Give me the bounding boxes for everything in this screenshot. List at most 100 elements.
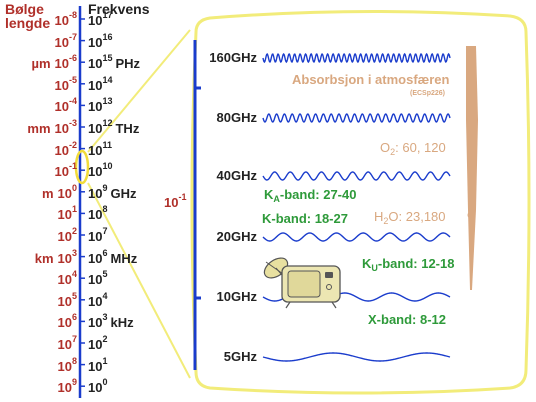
wavelength-exponent: -5 [68, 74, 77, 85]
wavelength-exponent: -8 [68, 10, 77, 20]
wavelength-base: 10 [54, 13, 69, 28]
frequency-unit: kHz [110, 315, 134, 331]
wavelength-exponent: 1 [71, 204, 77, 215]
frequency-row-9: 108 [88, 204, 110, 222]
wavelength-unit: µm [31, 56, 51, 72]
wavelength-exponent: -6 [68, 53, 77, 64]
wavelength-unit: m [41, 185, 54, 201]
zoom-connector-top [87, 29, 191, 153]
frequency-base: 10 [88, 77, 103, 93]
wavelength-base: 10 [57, 185, 72, 201]
wavelength-exponent: 4 [71, 269, 77, 280]
frequency-base: 10 [88, 142, 103, 158]
wave-40GHz [262, 171, 451, 181]
frequency-exponent: 16 [102, 31, 113, 42]
wavelength-exponent: 6 [71, 312, 77, 323]
frequency-base: 10 [88, 229, 103, 244]
frequency-unit: THz [115, 121, 140, 136]
wave-20GHz [262, 232, 451, 242]
absorption-label: Absorbsjon i atmosfæren [292, 72, 450, 87]
wavelength-exponent: -3 [68, 118, 77, 128]
frequency-base: 10 [88, 164, 103, 180]
absorption-peak-h2o [467, 211, 475, 219]
frequency-exponent: 1 [102, 355, 108, 366]
absorption-reference: (ECSp226) [410, 90, 446, 97]
x-band-label: X-band: 8-12 [368, 312, 447, 327]
satellite-tv-icon [263, 257, 341, 309]
absorption-peak-top [467, 72, 475, 80]
wavelength-base: 10 [57, 358, 72, 374]
wavelength-row-10: 102 [54, 226, 77, 244]
wavelength-base: 10 [54, 56, 69, 72]
frequency-exponent: 3 [102, 312, 108, 323]
scale-ticks [80, 18, 85, 387]
frequency-exponent: 6 [102, 247, 108, 258]
wavelength-base: 10 [54, 142, 69, 158]
band-frequency-label: 40GHz [216, 168, 257, 183]
frequency-exponent: 8 [102, 204, 108, 215]
zoom-connector-bottom [87, 182, 191, 379]
frequency-exponent: 17 [102, 10, 113, 20]
frequency-exponent: 2 [102, 334, 108, 344]
frequency-exponent: 10 [102, 161, 113, 172]
frequency-base: 10 [88, 250, 103, 266]
frequency-row-3: 1014 [88, 75, 115, 93]
h2o-absorption-label: H2O: 23,180 [374, 209, 446, 226]
wavelength-base: 10 [57, 315, 72, 331]
ka-band-label: KA-band: 27-40 [264, 187, 357, 204]
frequency-exponent: 11 [102, 139, 112, 150]
wave-5GHz [262, 352, 451, 362]
frequency-row-0: 1017 [88, 10, 115, 28]
wavelength-unit: mm [27, 121, 51, 136]
frequency-base: 10 [88, 293, 103, 309]
wavelength-base: 10 [54, 77, 69, 93]
frequency-row-13: 104 [88, 291, 110, 309]
frequency-exponent: 5 [102, 269, 108, 280]
zoom-scale-label: 10-1 [164, 192, 187, 210]
wavelength-row-1: 10-7 [51, 32, 77, 50]
frequency-base: 10 [88, 13, 103, 28]
absorption-peak-o2 [468, 142, 476, 150]
frequency-exponent: 7 [102, 226, 108, 236]
frequency-header: Frekvens [88, 1, 150, 17]
wavelength-row-16: 108 [54, 356, 77, 374]
o2-absorption-label: O2: 60, 120 [380, 140, 446, 157]
wavelength-exponent: -4 [68, 96, 77, 107]
wavelength-row-14: 106 [54, 312, 77, 330]
band-frequency-label: 10GHz [216, 289, 257, 304]
frequency-base: 10 [88, 56, 103, 72]
wavelength-row-17: 109 [54, 377, 77, 395]
wavelength-exponent: -7 [68, 31, 77, 42]
wave-160GHz [262, 52, 451, 64]
frequency-unit: MHz [110, 250, 138, 266]
band-frequency-label: 5GHz [223, 349, 257, 364]
band-frequency-label: 160GHz [209, 50, 257, 65]
wavelength-row-9: 101 [54, 204, 77, 222]
frequency-exponent: 14 [102, 74, 113, 85]
frequency-row-1: 1016 [88, 32, 115, 50]
wavelength-base: 10 [57, 250, 72, 266]
k-band-label: K-band: 18-27 [262, 211, 348, 226]
wavelength-base: 10 [54, 164, 69, 180]
frequency-row-15: 102 [88, 334, 110, 352]
frequency-exponent: 12 [102, 118, 113, 128]
wavelength-row-12: 104 [54, 269, 77, 287]
frequency-unit: PHz [115, 56, 141, 72]
wavelength-row-6: 10-2 [51, 140, 77, 158]
frequency-row-17: 100 [88, 377, 110, 395]
frequency-row-7: 1010 [88, 161, 115, 179]
frequency-base: 10 [88, 358, 103, 374]
zoom-frame [190, 9, 531, 395]
wavelength-exponent: 2 [71, 226, 77, 236]
wavelength-row-0: 10-8 [51, 10, 77, 28]
wavelength-row-15: 107 [54, 334, 77, 352]
wavelength-base: 10 [57, 229, 72, 244]
